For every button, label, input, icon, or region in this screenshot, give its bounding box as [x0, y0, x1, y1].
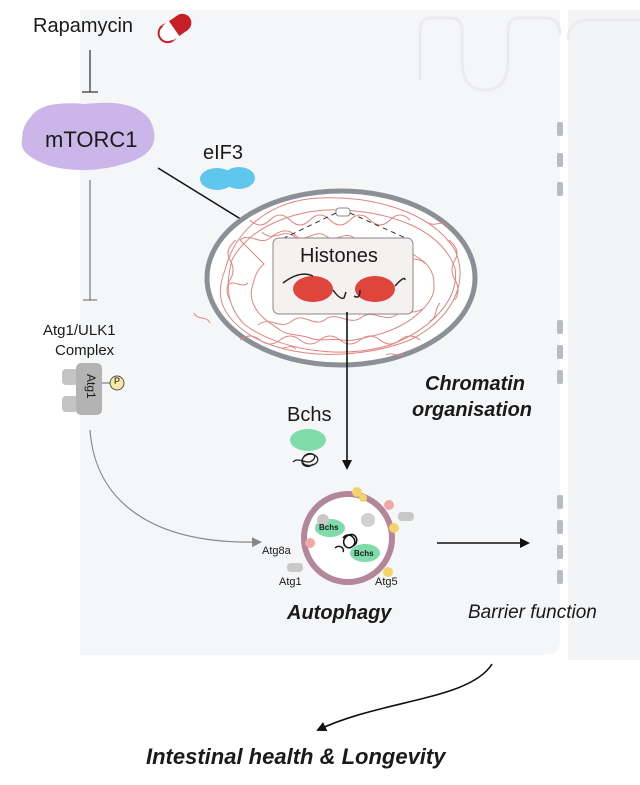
bchs-blob [290, 429, 326, 451]
zoom-line-left [279, 212, 337, 241]
nucleosome-zoom-origin [335, 207, 351, 217]
bchs-label: Bchs [287, 404, 332, 426]
pill-icon [157, 13, 192, 44]
atg1-complex-label-2: Complex [55, 342, 115, 359]
autophagy-markers [287, 487, 414, 577]
chromatin-label-1: Chromatin [425, 373, 525, 395]
bchs-cargo-tangle [292, 452, 319, 468]
chromatin [193, 197, 461, 356]
mtorc1-label: mTORC1 [45, 127, 138, 152]
phospho-icon [109, 375, 125, 391]
barrier-function-label: Barrier function [468, 602, 597, 623]
arrow-atg1-autophagy [89, 429, 262, 548]
atg8a-label: Atg8a [262, 545, 291, 557]
neighbour-cell-membrane [566, 18, 640, 41]
autophagy-label: Autophagy [287, 602, 392, 624]
rapamycin-label: Rapamycin [33, 15, 134, 37]
eif3-label: eIF3 [203, 142, 244, 164]
autophagosome-bchs-2 [350, 544, 380, 562]
atg5-label: Atg5 [375, 576, 398, 588]
dna-strand [282, 273, 406, 300]
atg1-label: Atg1 [279, 576, 302, 588]
chromatin-label-2: organisation [412, 399, 533, 421]
junction-markers [557, 122, 563, 584]
atg1-complex-label-1: Atg1/ULK1 [43, 322, 116, 339]
autophagosome-cargo [334, 533, 358, 553]
histones-label: Histones [300, 245, 378, 267]
bchs-inner-label-1: Bchs [319, 523, 339, 532]
outcome-label: Intestinal health & Longevity [146, 744, 446, 769]
arrow-barrier-outcome [316, 663, 493, 732]
histone-nucleosomes [293, 276, 395, 302]
eif3-blob [200, 167, 255, 190]
zoom-line-right [349, 212, 411, 241]
atg1-protein-label: Atg1 [84, 374, 98, 399]
apical-microvilli [418, 16, 562, 92]
autophagosome [301, 491, 395, 585]
neighbour-cell [568, 10, 640, 660]
mtorc1-blob [21, 102, 155, 171]
atg1-complex-icon [62, 363, 102, 415]
bchs-inner-label-2: Bchs [354, 549, 374, 558]
phospho-label: P [114, 376, 121, 386]
